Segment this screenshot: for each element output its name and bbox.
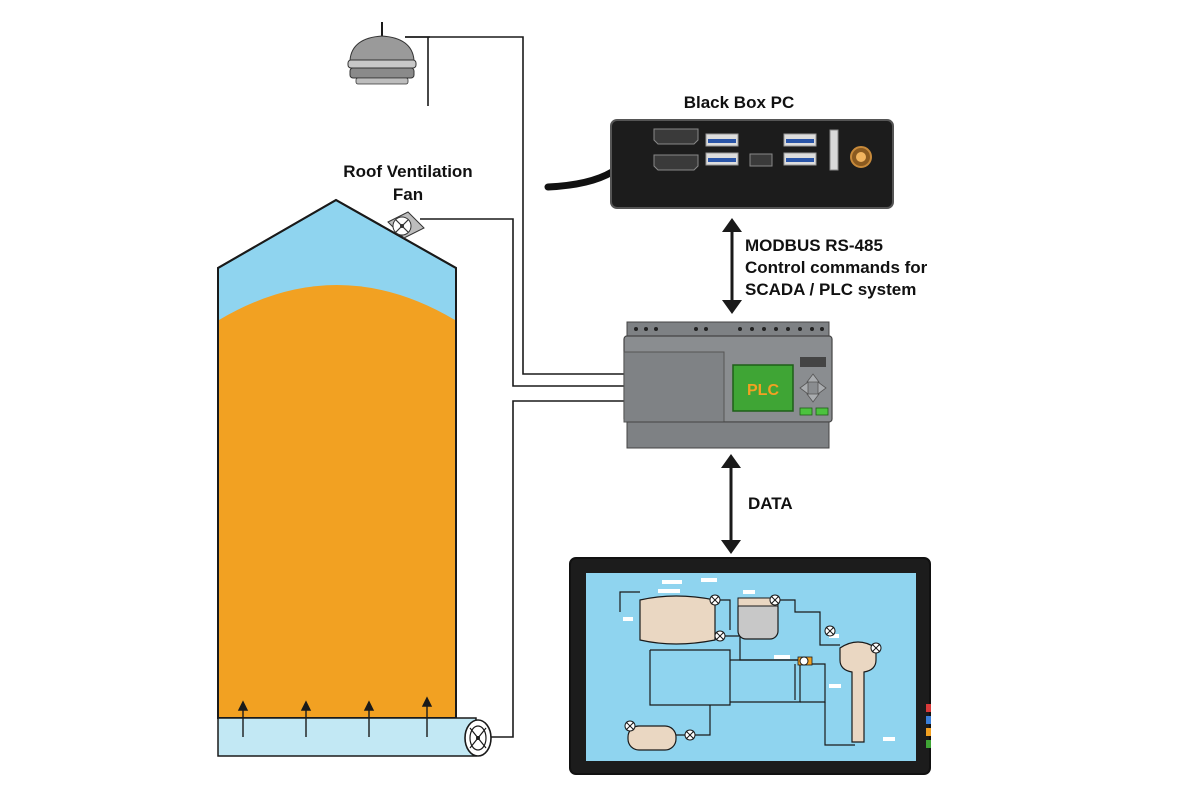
aeration-fan-icon xyxy=(464,719,492,757)
modbus-arrow xyxy=(722,218,742,314)
plc-display-slot xyxy=(800,357,826,367)
plc-unit: PLC xyxy=(623,321,833,449)
arrow-up-icon xyxy=(363,700,375,737)
black-box-pc-label: Black Box PC xyxy=(684,93,795,112)
scada-silo xyxy=(839,641,877,743)
hdmi-port-icon xyxy=(653,128,699,171)
card-slot xyxy=(829,129,839,171)
usb-port-icon xyxy=(705,133,817,166)
scada-monitor xyxy=(569,557,931,775)
scada-piping xyxy=(619,591,855,746)
wire-weather-station xyxy=(405,36,625,375)
roof-fan-label-line1: Roof Ventilation xyxy=(343,162,472,181)
arrow-up-icon xyxy=(300,700,312,737)
aeration-floor xyxy=(217,717,477,757)
arrow-up-icon xyxy=(421,696,433,737)
modbus-label-line3: SCADA / PLC system xyxy=(745,280,916,299)
scada-tank-small xyxy=(627,725,677,751)
scada-tank-large xyxy=(639,595,716,645)
plc-button-right xyxy=(815,407,829,416)
power-cable-icon xyxy=(544,168,616,191)
ethernet-port xyxy=(749,153,773,167)
silo-grain xyxy=(219,285,455,717)
airflow-arrows xyxy=(237,696,433,737)
power-button-icon xyxy=(850,146,872,168)
scada-tags xyxy=(623,578,895,741)
plc-dpad xyxy=(799,373,827,403)
data-label: DATA xyxy=(748,494,793,513)
modbus-label-line1: MODBUS RS-485 xyxy=(745,236,883,255)
scada-tank-grey xyxy=(737,597,779,640)
black-box-pc xyxy=(544,119,894,209)
roof-fan-icon xyxy=(387,211,425,239)
roof-fan-label-line2: Fan xyxy=(393,185,423,204)
wire-aeration-fan xyxy=(490,400,625,738)
plc-screen xyxy=(732,364,794,412)
grain-silo xyxy=(217,198,477,757)
modbus-label-line2: Control commands for xyxy=(745,258,928,277)
plc-label: PLC xyxy=(747,382,779,399)
monitor-side-buttons xyxy=(926,704,931,748)
connection-wires xyxy=(405,36,625,738)
scada-valves xyxy=(624,594,882,741)
wire-roof-fan xyxy=(420,218,625,387)
data-arrow xyxy=(721,454,741,554)
arrow-up-icon xyxy=(237,700,249,737)
plc-button-left xyxy=(799,407,813,416)
weather-station-icon xyxy=(347,22,430,106)
